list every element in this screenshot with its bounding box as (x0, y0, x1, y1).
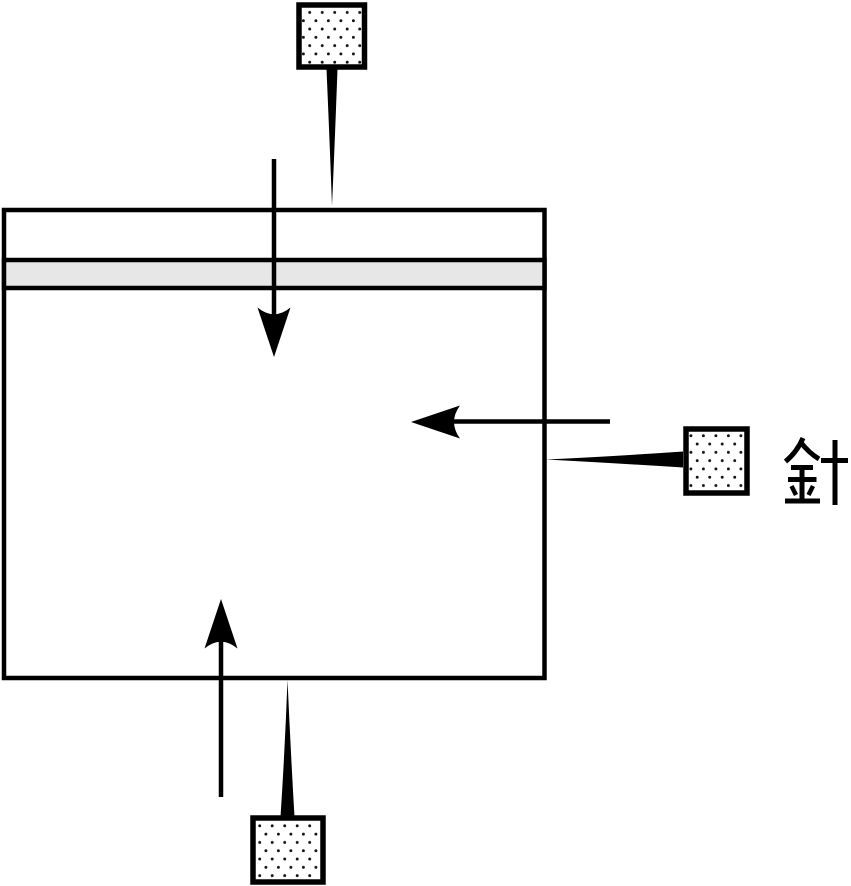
right-pin-shaft (546, 451, 683, 468)
up-arrow (204, 599, 238, 797)
right-pin (546, 426, 750, 496)
top-pin-head (296, 2, 368, 70)
needle-kanji-glyph (783, 436, 848, 505)
bottom-pin (250, 680, 326, 885)
top-pin-shaft (326, 69, 338, 206)
bottom-pin-head (250, 815, 326, 885)
up-arrow-head-icon (204, 599, 238, 649)
down-arrow-head-icon (257, 307, 291, 357)
kanji-stroke (783, 436, 806, 464)
kanji-stroke (806, 484, 816, 497)
right-pin-head (683, 426, 750, 496)
left-arrow-head-icon (411, 405, 460, 439)
down-arrow (257, 159, 291, 357)
top-pin (296, 2, 368, 206)
kanji-stroke (789, 484, 799, 497)
kanji-stroke (798, 440, 821, 462)
bottom-pin-shaft (280, 680, 295, 817)
left-arrow (411, 405, 610, 439)
